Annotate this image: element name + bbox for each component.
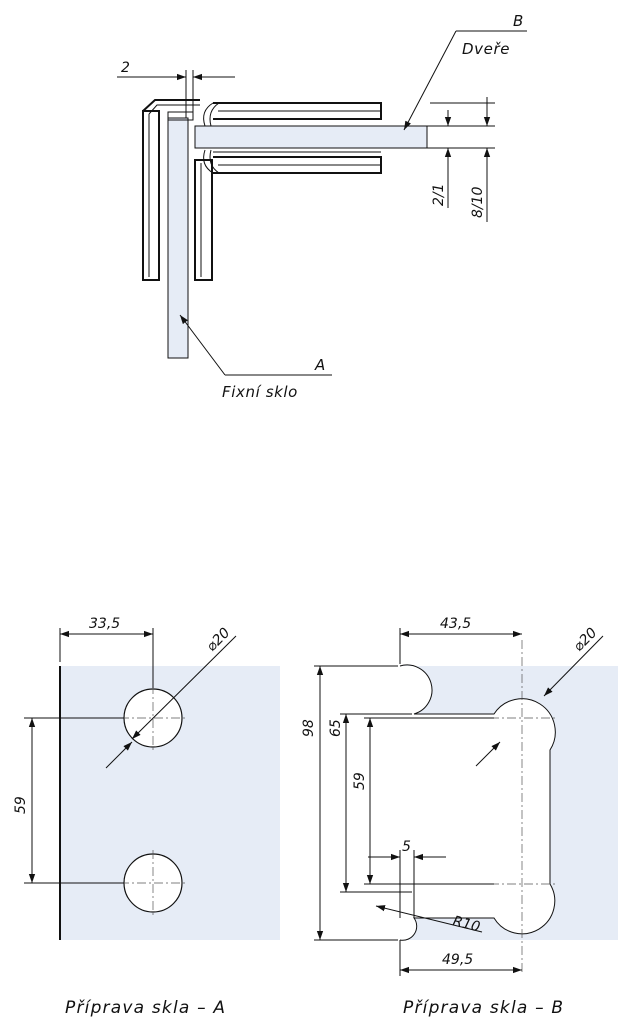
dim-a-hole-offset: 33,5	[59, 616, 154, 688]
dim-b-hole-spacing: 59	[352, 717, 494, 885]
dim-b-hole-spacing-label: 59	[352, 772, 368, 790]
dim-b-cut-width: 43,5	[399, 616, 522, 664]
dim-b-total-height-label: 98	[301, 719, 317, 737]
dim-b-bottom-width: 49,5	[399, 940, 522, 976]
glass-a-caption: Příprava skla – A	[65, 998, 226, 1018]
dim-a-hole-spacing: 59	[13, 717, 124, 884]
glass-b-cutout	[399, 664, 556, 941]
fixed-glass-label-letter: A	[314, 356, 326, 374]
door-label: B Dveře	[403, 12, 527, 131]
door-label-letter: B	[513, 12, 524, 30]
hinge-right-plate	[194, 159, 213, 281]
dim-b-total-height: 98	[301, 665, 398, 941]
dim-b-step-label: 5	[402, 839, 411, 855]
dim-a-hole-offset-label: 33,5	[89, 616, 120, 632]
hinge-left-plate	[142, 99, 200, 281]
glass-prep-a: 33,5 ⌀20 59 Příprava skla – A	[13, 616, 280, 1018]
hinge-top-view: 2 B Dveře 2/1 8/10 A Fixní sklo	[117, 12, 527, 401]
dim-b-cut-width-label: 43,5	[440, 616, 471, 632]
glass-b-pane	[400, 665, 618, 941]
dim-b-inner-height-label: 65	[328, 719, 344, 737]
dim-gap-label: 2	[121, 60, 130, 76]
dim-a-hole-spacing-label: 59	[13, 796, 29, 814]
dim-b-radius: R10	[375, 905, 483, 936]
dim-door-offset-label: 2/1	[431, 183, 447, 206]
dim-b-diameter-label: ⌀20	[571, 625, 601, 655]
door-glass-pane	[194, 125, 428, 149]
dim-b-inner-height: 65	[328, 713, 412, 893]
dim-a-diameter-label: ⌀20	[204, 625, 234, 655]
dim-b-radius-label: R10	[451, 913, 482, 935]
dim-door-vertical: 2/1 8/10	[383, 97, 495, 222]
hinge-clamp-top	[167, 102, 382, 127]
fixed-glass-label-text: Fixní sklo	[222, 383, 298, 401]
fixed-glass-label: A Fixní sklo	[179, 314, 332, 401]
glass-b-caption: Příprava skla – B	[403, 998, 564, 1018]
dim-b-step: 5	[368, 839, 446, 918]
hinge-clamp-bottom	[203, 149, 382, 174]
dim-b-bottom-width-label: 49,5	[442, 952, 473, 968]
fixed-glass-pane	[167, 117, 189, 359]
door-label-text: Dveře	[462, 40, 510, 58]
dim-gap: 2	[117, 60, 235, 118]
glass-prep-b: 43,5 ⌀20 98 65 59	[301, 616, 618, 1018]
dim-door-thickness-label: 8/10	[470, 186, 486, 218]
